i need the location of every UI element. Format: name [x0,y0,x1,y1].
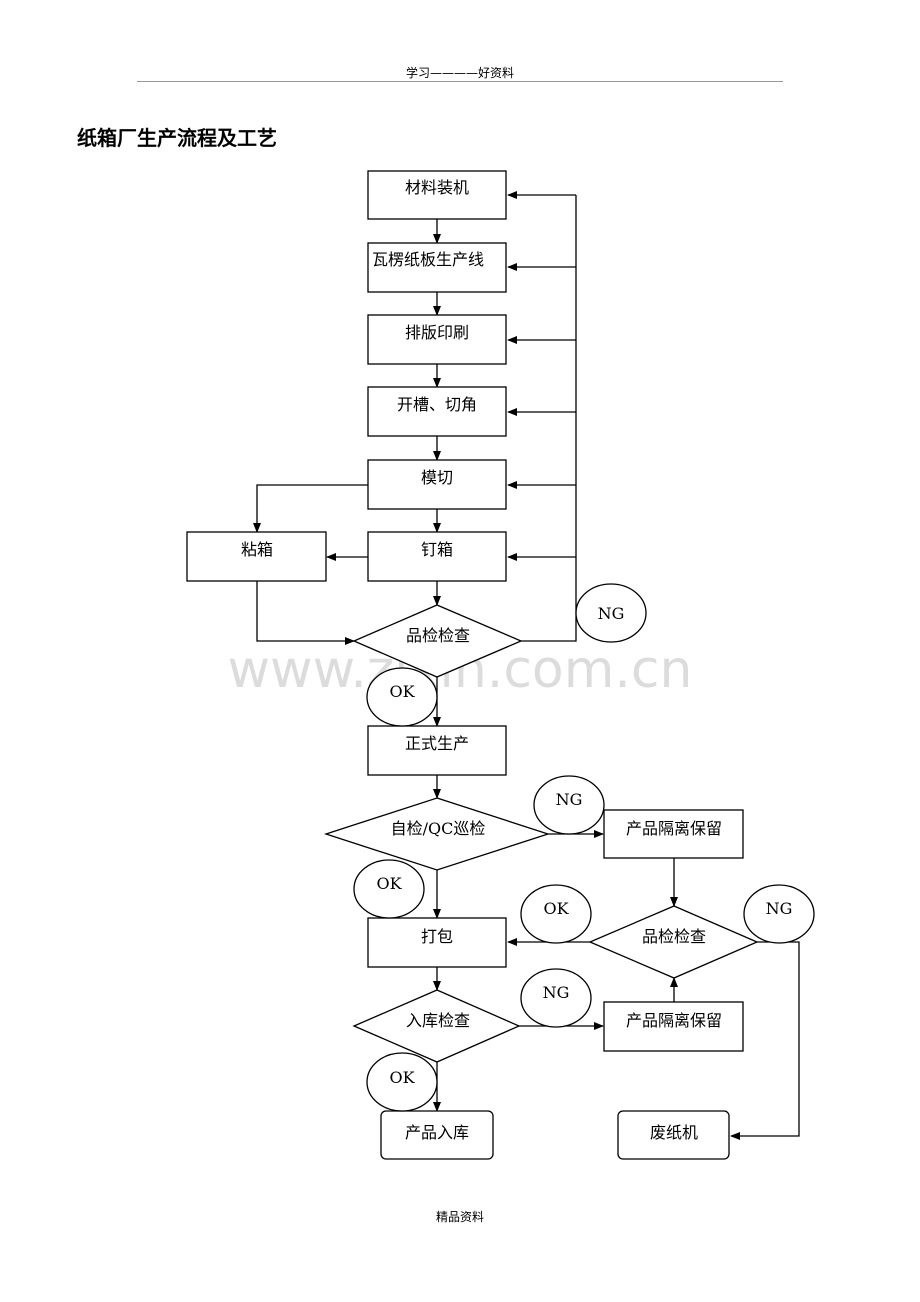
node-layout-printing [367,314,507,365]
node-packing [367,917,507,968]
label-circle-ng-2 [533,775,605,835]
text-storage-check: 入库检查 [405,1011,470,1030]
text-layout-printing: 排版印刷 [405,323,469,342]
node-die-cutting [367,459,507,510]
text-recheck-wrap: 品检检查 [641,927,706,946]
text-isolation-hold-2: 产品隔离保留 [626,1011,722,1030]
text-self-check-qc: 自检/QC巡检 [390,819,486,838]
text-corrugated-line-wrap: 瓦楞纸板生产线 [372,250,485,269]
text-gluing: 粘箱 [241,540,273,559]
node-material-loading [367,170,507,220]
node-formal-production [367,725,507,776]
page-header: 学习————好资料 [405,66,514,80]
node-slotting-corner [367,386,507,437]
text-slotting-corner: 开槽、切角 [397,395,477,414]
decision-storage-check [352,989,521,1063]
label-circle-ng-4 [520,968,592,1028]
text-ng-4: NG [543,983,570,1002]
label-circle-ng-1 [575,583,647,643]
text-ng-2: NG [556,790,583,809]
decision-first-inspection [352,604,523,678]
text-ok-2: OK [376,874,402,893]
label-circle-ok-1 [366,667,438,727]
node-isolation-hold-1 [603,809,744,859]
text-ng-1: NG [598,604,625,623]
node-stitching [367,531,507,582]
text-waste-machine: 废纸机 [650,1123,698,1142]
text-die-cutting: 模切 [421,468,453,487]
node-waste-machine [617,1110,730,1160]
label-circle-ok-2 [353,859,425,919]
text-isolation-hold-1: 产品隔离保留 [626,819,722,838]
text-product-storage: 产品入库 [405,1123,469,1142]
text-ok-3: OK [543,899,569,918]
text-packing: 打包 [421,927,453,946]
decision-recheck [588,905,759,979]
label-circle-ng-3 [743,884,815,944]
page-title: 纸箱厂生产流程及工艺 [77,126,277,150]
header-divider [137,81,783,82]
label-circle-ok-3 [520,884,592,944]
text-ok-4: OK [389,1068,415,1087]
text-corrugated-line: 瓦楞纸板生产线 [372,250,485,269]
connectors [253,191,800,1140]
text-stitching: 钉箱 [421,540,453,559]
label-circle-ok-4 [366,1052,438,1112]
text-storage-check-wrap: 入库检查 [405,1011,470,1030]
text-self-check-qc-wrap: 自检/QC巡检 [390,819,486,838]
text-formal-production: 正式生产 [405,734,469,753]
edge-diecut-to-gluing [253,484,368,533]
text-ok-1: OK [389,682,415,701]
node-isolation-hold-2 [603,1001,744,1052]
decision-self-check-qc [323,797,551,871]
text-material-loading: 材料装机 [405,178,469,197]
text-first-inspection: 品检检查 [405,626,470,645]
node-gluing [186,531,327,582]
page-footer: 精品资料 [435,1210,484,1224]
text-recheck: 品检检查 [641,927,706,946]
text-first-inspection-wrap: 品检检查 [405,626,470,645]
node-product-storage [380,1110,494,1160]
text-ng-3: NG [766,899,793,918]
edge-ng-feedback-main [521,195,577,642]
node-corrugated-line [367,242,507,293]
edge-gluing-to-inspection [256,581,355,645]
